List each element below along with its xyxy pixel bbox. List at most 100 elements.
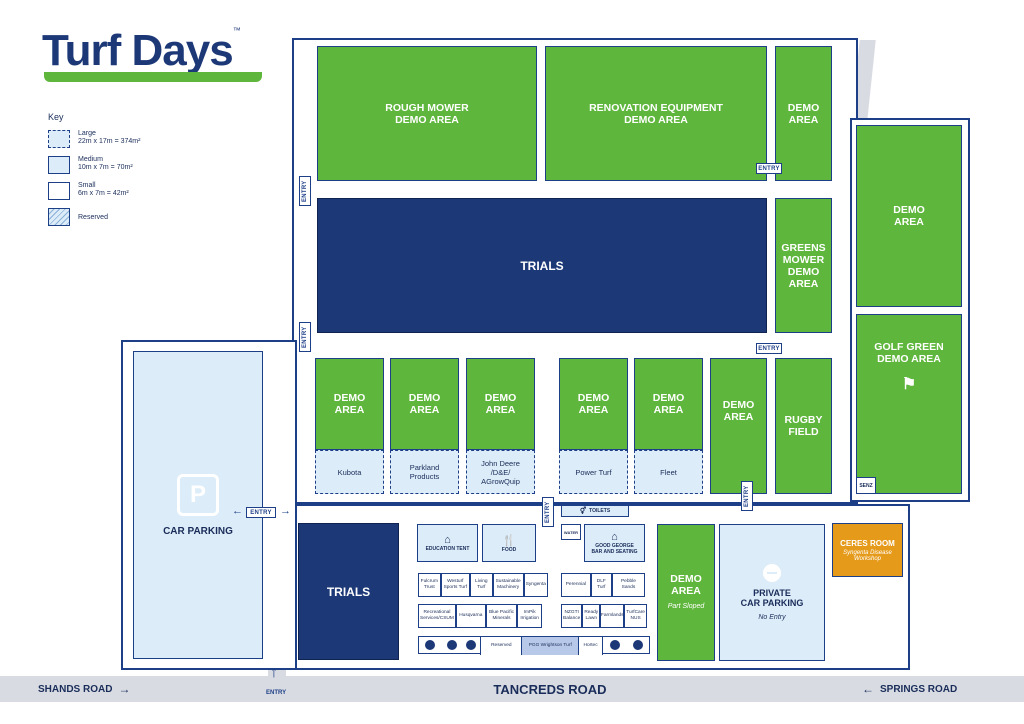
key-swatch-large	[48, 130, 70, 148]
ceres-room[interactable]: CERES ROOM Syngenta Disease Workshop	[832, 523, 903, 577]
turf-days-logo: Turf Days™	[42, 26, 268, 90]
stall-living-turf[interactable]: Living Turf	[470, 573, 493, 597]
entry-middle-right[interactable]: ENTRY	[756, 343, 782, 354]
stall-fulcrum[interactable]: Fulcrum Trust	[418, 573, 441, 597]
logo-text: Turf Days	[42, 26, 234, 75]
logo-green-bar	[44, 72, 262, 82]
demo-area-part-sloped[interactable]: DEMO AREA Part Sloped	[657, 524, 715, 661]
exhibitor-parkland[interactable]: Parkland Products	[390, 450, 459, 494]
stall-blue-pacific[interactable]: Blue Pacific Minerals	[485, 604, 518, 628]
senz-stand[interactable]: SENZ	[856, 477, 876, 494]
greens-mower-demo-area[interactable]: GREENS MOWER DEMO AREA	[775, 198, 832, 333]
demo-area-far-right[interactable]: DEMO AREA	[856, 125, 962, 307]
entry-top-right[interactable]: ENTRY	[756, 163, 782, 174]
stall-row-2-right: NZGTI Balance Ready Lawn Farmlands TurfC…	[561, 604, 647, 628]
exhibitor-kubota[interactable]: Kubota	[315, 450, 384, 494]
stall-pgg-wrightson[interactable]: PGG Wrightson Turf	[522, 637, 580, 655]
no-entry-icon	[763, 564, 781, 582]
stall-husqvarna[interactable]: Husqvarna	[455, 604, 486, 628]
stall-syngenta[interactable]: Syngenta	[523, 573, 548, 597]
key-label-small: Small	[78, 182, 96, 189]
key-swatch-small	[48, 182, 70, 200]
key-title: Key	[48, 112, 64, 122]
tancreds-road	[0, 676, 1024, 702]
demo-area-parkland[interactable]: DEMO AREA	[390, 358, 459, 450]
key-label-large: Large	[78, 130, 96, 137]
key-item-reserved: Reserved	[48, 208, 188, 226]
bar-icon: ⌂	[611, 531, 618, 543]
trials-area-bottom[interactable]: TRIALS	[298, 523, 399, 660]
stall-row-2: Recreational Services/CSUM Husqvarna Blu…	[418, 604, 542, 628]
no-entry-label: No Entry	[758, 614, 786, 621]
stall-dlf-turf[interactable]: DLF Turf	[590, 573, 612, 597]
shands-road-text: SHANDS ROAD	[38, 683, 113, 695]
circle-slot-2	[442, 637, 461, 653]
stall-reserved[interactable]: Reserved	[480, 637, 523, 655]
stall-impik-irrigation[interactable]: ImPik Irrigation	[517, 604, 542, 628]
entry-carpark[interactable]: ENTRY	[246, 507, 276, 518]
key-detail-small: 6m x 7m = 42m²	[78, 190, 129, 197]
circle-slot-3	[461, 637, 480, 653]
private-parking-label: PRIVATE CAR PARKING	[740, 588, 804, 608]
toilets-icon: ⚥	[579, 508, 587, 515]
demo-area-power-turf[interactable]: DEMO AREA	[559, 358, 628, 450]
demo-area-kubota[interactable]: DEMO AREA	[315, 358, 384, 450]
food-icon: 🍴	[502, 534, 516, 547]
water[interactable]: WATER	[561, 524, 581, 540]
entry-left-middle[interactable]: ENTRY	[299, 322, 311, 352]
demo-area-top-right[interactable]: DEMO AREA	[775, 46, 832, 181]
springs-road-label: ←SPRINGS ROAD	[862, 681, 957, 697]
stall-sustainable-machinery[interactable]: Sustainable Machinery	[492, 573, 524, 597]
exhibitor-fleet[interactable]: Fleet	[634, 450, 703, 494]
golf-flag-icon: ⚑	[901, 376, 917, 393]
stall-row-3: Reserved PGG Wrightson Turf Hortec	[418, 636, 650, 655]
toilets[interactable]: ⚥TOILETS	[561, 505, 629, 517]
education-tent-label: EDUCATION TENT	[425, 546, 470, 552]
stall-perennial[interactable]: Perennial	[561, 573, 591, 597]
key-label-reserved: Reserved	[78, 213, 108, 221]
circle-slot-5	[626, 637, 649, 653]
demo-area-fleet[interactable]: DEMO AREA	[634, 358, 703, 450]
key-swatch-reserved	[48, 208, 70, 226]
demo-area-john-deere[interactable]: DEMO AREA	[466, 358, 535, 450]
toilets-label: TOILETS	[589, 508, 611, 514]
arrow-left-icon: ←	[232, 505, 243, 517]
stall-ready-lawn[interactable]: Ready Lawn	[582, 604, 601, 628]
stall-hortec[interactable]: Hortec	[579, 637, 604, 655]
entry-up-arrow-icon: ↑	[270, 664, 278, 681]
demo-part-sloped-label: DEMO AREA	[670, 572, 702, 597]
rough-mower-demo-area[interactable]: ROUGH MOWER DEMO AREA	[317, 46, 537, 181]
food[interactable]: 🍴FOOD	[482, 524, 536, 562]
key-label-medium: Medium	[78, 156, 103, 163]
stall-westurf[interactable]: Westurf Sports Turf	[440, 573, 470, 597]
entry-bottom-label[interactable]: ENTRY	[266, 690, 287, 696]
exhibitor-john-deere[interactable]: John Deere /D&E/ AGrowQuip	[466, 450, 535, 494]
tent-icon: ⌂	[444, 534, 451, 546]
stall-recreational-services[interactable]: Recreational Services/CSUM	[418, 604, 456, 628]
stall-pebble-sands[interactable]: Pebble Sands	[611, 573, 645, 597]
entry-center[interactable]: ENTRY	[542, 497, 554, 527]
golf-green-demo-area[interactable]: GOLF GREEN DEMO AREA ⚑	[856, 314, 962, 494]
stall-row-1-right: Perennial DLF Turf Pebble Sands	[561, 573, 645, 597]
circle-slot-4	[603, 637, 626, 653]
education-tent[interactable]: ⌂EDUCATION TENT	[417, 524, 478, 562]
part-sloped-note: Part Sloped	[667, 602, 705, 610]
good-george-bar[interactable]: ⌂GOOD GEORGE BAR AND SEATING	[584, 524, 645, 562]
exhibitor-power-turf[interactable]: Power Turf	[559, 450, 628, 494]
stall-turfcare[interactable]: TurfCare NUS	[624, 604, 647, 628]
springs-road-text: SPRINGS ROAD	[880, 683, 958, 695]
parking-icon: P	[177, 473, 219, 516]
entry-left-top[interactable]: ENTRY	[299, 176, 311, 206]
demo-area-right[interactable]: DEMO AREA	[710, 358, 767, 494]
rugby-field[interactable]: RUGBY FIELD	[775, 358, 832, 494]
ceres-room-title: CERES ROOM	[840, 538, 895, 548]
car-parking[interactable]: P CAR PARKING	[133, 351, 263, 659]
stall-farmlands[interactable]: Farmlands	[600, 604, 625, 628]
renovation-equipment-demo-area[interactable]: RENOVATION EQUIPMENT DEMO AREA	[545, 46, 767, 181]
trials-area-top[interactable]: TRIALS	[317, 198, 767, 333]
entry-demo-right[interactable]: ENTRY	[741, 481, 753, 511]
stall-nzgti[interactable]: NZGTI Balance	[561, 604, 583, 628]
private-car-parking[interactable]: PRIVATE CAR PARKING No Entry	[719, 524, 825, 661]
